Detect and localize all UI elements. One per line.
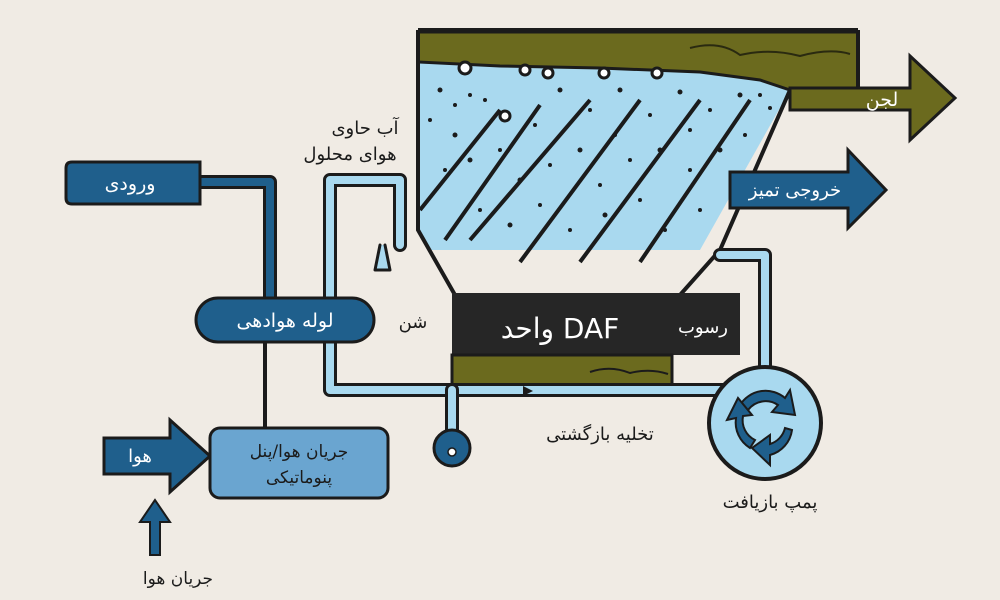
surface-bubbles: [457, 60, 664, 123]
dissolved-air-water-label-1: آب حاوی: [331, 116, 399, 139]
clean-outlet-label: خروجی تمیز: [748, 180, 841, 201]
recovery-pump: [707, 365, 823, 481]
pneumatic-panel-label-2: پنوماتیکی: [266, 468, 333, 488]
gravel-label: شن: [399, 312, 428, 333]
aeration-pipe-box: لوله هوادهی: [194, 296, 376, 344]
air-label: هوا: [128, 446, 152, 467]
daf-unit-label: واحد DAF: [501, 312, 620, 345]
air-arrow: هوا: [102, 416, 213, 496]
aeration-pipe-label: لوله هوادهی: [236, 310, 333, 332]
dissolved-particles: [428, 87, 772, 232]
inlet-label: ورودی: [105, 173, 156, 195]
clean-outlet-arrow: خروجی تمیز: [728, 146, 889, 232]
air-flow-label: جریان هوا: [143, 569, 213, 589]
dissolved-air-pipe: [323, 173, 407, 307]
pipes: [193, 173, 772, 437]
sludge-outlet-arrow: لجن: [788, 52, 958, 144]
daf-unit-box: واحد DAF رسوب: [450, 293, 740, 387]
pneumatic-panel-label-1: جریان هوا/پنل: [250, 442, 349, 462]
sediment-label: رسوب: [678, 317, 728, 338]
inlet-pipe: [193, 175, 277, 307]
sludge-label: لجن: [866, 89, 899, 111]
return-drain-label: تخلیه بازگشتی: [546, 423, 654, 445]
drain-valve: [432, 428, 472, 468]
recycle-icon: [725, 387, 797, 468]
daf-tank: [416, 28, 860, 297]
dissolved-air-water-label-2: هوای محلول: [303, 144, 396, 165]
pneumatic-panel-box: جریان هوا/پنل پنوماتیکی: [208, 426, 390, 500]
recovery-pump-label: پمپ بازیافت: [723, 492, 818, 513]
air-flow-up-arrow: جریان هوا: [138, 498, 213, 589]
flow-arrow-marker: [523, 386, 533, 396]
tank-water: [418, 60, 790, 250]
inclined-plates: [418, 98, 752, 264]
inlet-arrow: ورودی: [64, 160, 202, 206]
